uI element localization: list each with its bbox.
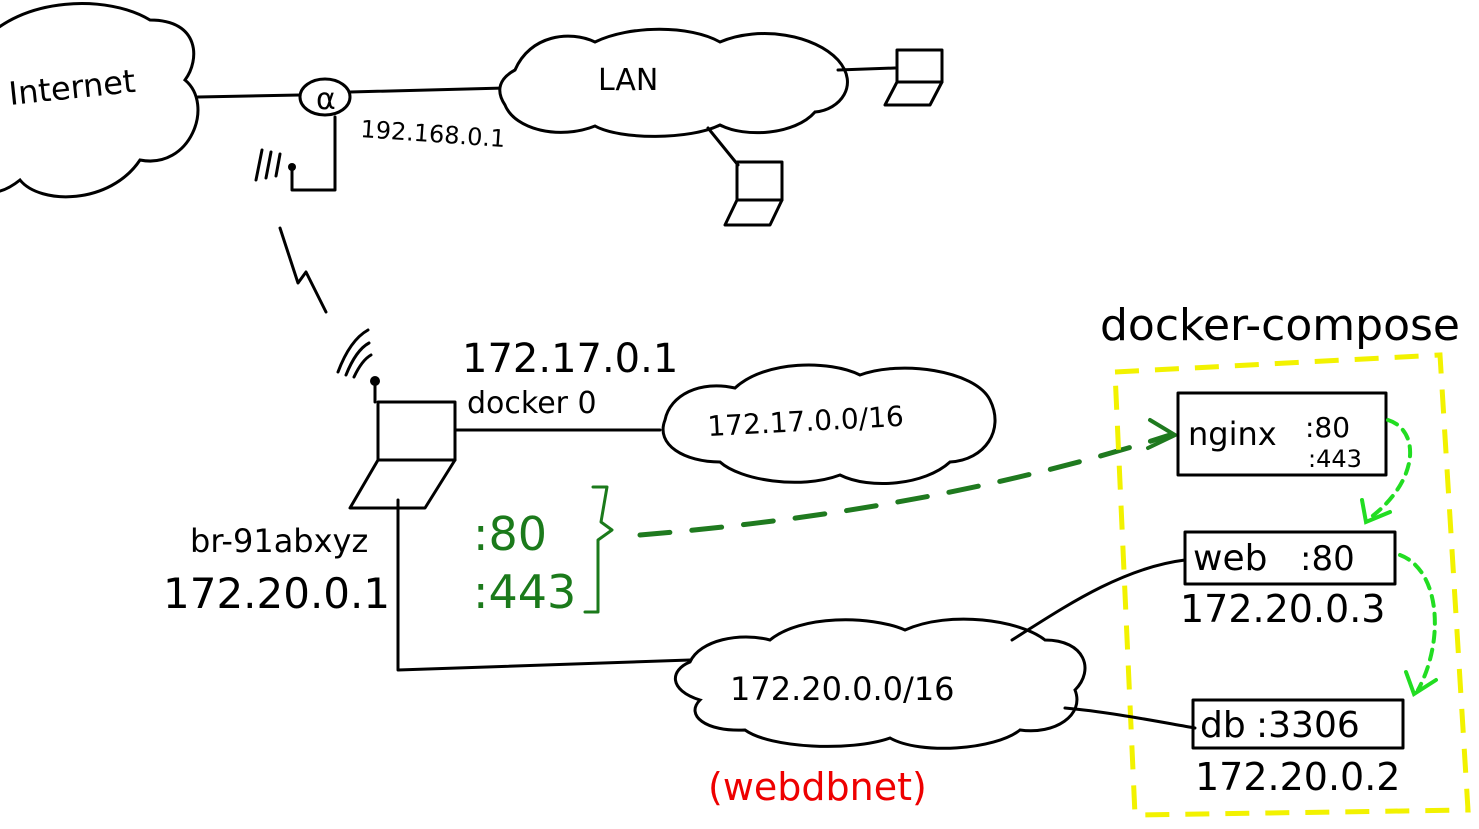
db-service: [1191, 698, 1405, 750]
lan-pc1-link: [836, 66, 897, 72]
db-port: :3306: [1256, 705, 1360, 746]
internet-router-link: [196, 93, 302, 99]
lan-label: LAN: [598, 63, 658, 98]
ports-bracket: [583, 485, 614, 614]
wireless-link: [278, 226, 328, 314]
published-port-443: :443: [473, 565, 576, 619]
router-lan-link: [348, 86, 507, 94]
router-wifi-icon: [254, 148, 282, 182]
host-wifi-icon: [336, 328, 373, 379]
web-link: [1010, 558, 1187, 642]
bridge-name: br-91abxyz: [190, 522, 368, 560]
internet-cloud: [0, 2, 200, 199]
router-symbol: α: [316, 82, 336, 117]
lan-pc2-link: [706, 126, 740, 167]
nginx-name: nginx: [1188, 415, 1277, 453]
nginx-web-arrowhead: [1360, 498, 1392, 525]
db-ip: 172.20.0.2: [1195, 755, 1400, 799]
router-node: [298, 77, 352, 117]
docker0-name: docker 0: [467, 386, 597, 421]
default-network-cloud: [661, 363, 997, 485]
bridge-link: [396, 498, 692, 672]
compose-boundary: [1112, 352, 1471, 818]
lan-cloud: [498, 27, 849, 138]
port-forward-arrow: [637, 432, 1173, 538]
db-name: db: [1200, 705, 1246, 746]
router-ip: 192.168.0.1: [360, 115, 507, 153]
port-forward-arrowhead: [1146, 418, 1180, 450]
lan-computer-1-icon: [883, 48, 944, 107]
web-port: :80: [1300, 539, 1355, 579]
web-name: web: [1193, 538, 1267, 579]
web-db-arrowhead: [1404, 670, 1438, 698]
host-laptop-icon: [348, 383, 457, 510]
web-service: [1183, 530, 1397, 586]
nginx-port-80: :80: [1305, 411, 1350, 444]
router-antenna-tip: [288, 163, 296, 171]
published-port-80: :80: [473, 507, 547, 561]
lan-computer-2-icon: [723, 160, 784, 227]
bridge-ip: 172.20.0.1: [163, 569, 390, 618]
nginx-web-arrow: [1368, 418, 1413, 520]
compose-network-cloud: [673, 617, 1087, 750]
router-antenna: [290, 115, 337, 192]
host-antenna-tip: [370, 376, 380, 386]
nginx-service: [1176, 391, 1388, 477]
nginx-port-443: :443: [1308, 445, 1362, 473]
web-db-arrow: [1398, 553, 1437, 692]
compose-network-subnet: 172.20.0.0/16: [730, 670, 955, 708]
web-ip: 172.20.0.3: [1180, 587, 1385, 631]
compose-title: docker-compose: [1100, 300, 1460, 351]
compose-network-name: (webdbnet): [708, 765, 927, 809]
docker0-ip: 172.17.0.1: [462, 336, 678, 382]
db-link: [1063, 706, 1197, 730]
